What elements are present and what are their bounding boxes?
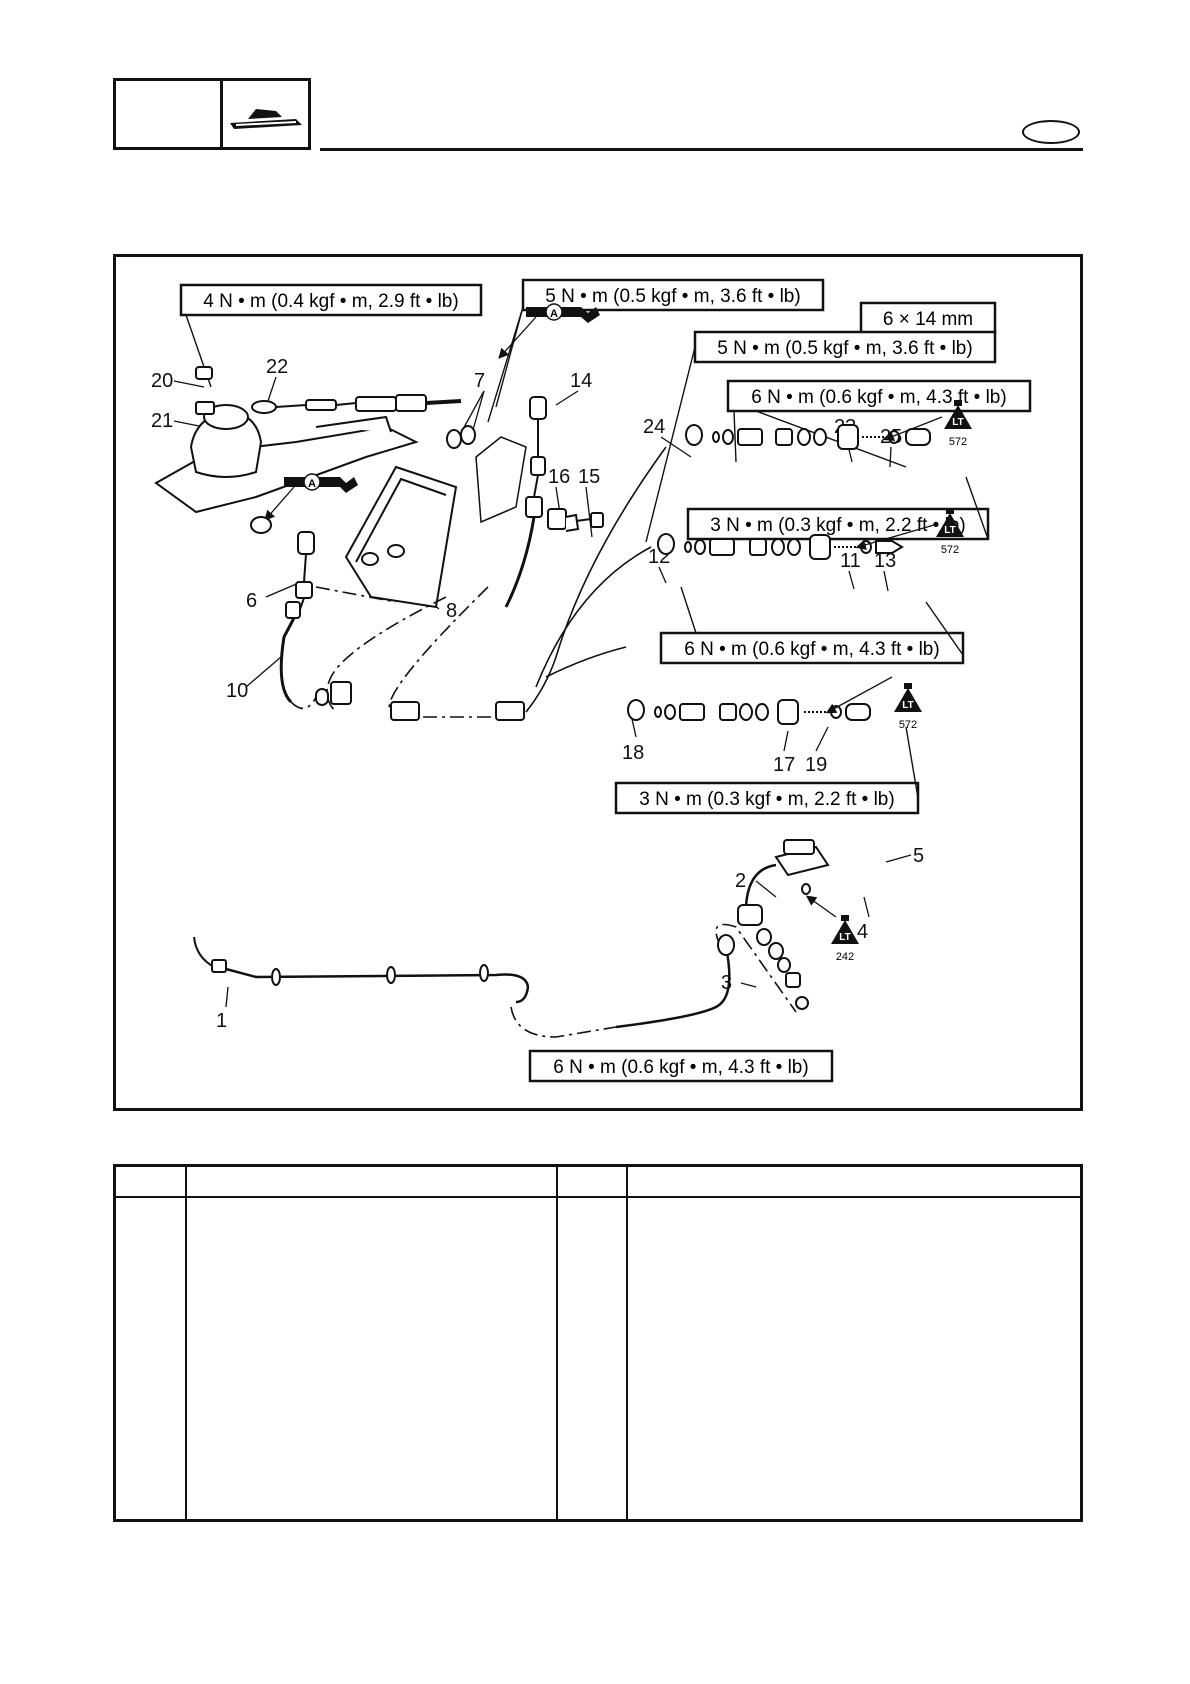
part-label: 2 [735, 870, 746, 892]
locktite-mark-2: LT 572 [855, 508, 964, 556]
clip-left [250, 516, 272, 534]
locktite-mark-1: LT 572 [883, 400, 972, 448]
header-divider [220, 81, 223, 147]
mount-tray [344, 465, 458, 609]
part-label: 21 [151, 410, 173, 432]
routing-clamps [315, 681, 525, 721]
header-rule [320, 148, 1083, 151]
lower-cable [193, 934, 735, 1029]
table-column-divider [626, 1167, 628, 1519]
svg-text:572: 572 [899, 719, 917, 731]
bolt-15 [575, 512, 604, 528]
torque-label-t1: 4 N • m (0.4 kgf • m, 2.9 ft • lb) [179, 283, 483, 317]
part-label: 11 [840, 550, 861, 572]
part-label: 24 [643, 416, 665, 438]
grease-mark-left: A [264, 473, 358, 521]
svg-text:LT: LT [839, 932, 850, 943]
svg-text:242: 242 [836, 951, 854, 963]
part-label: 22 [266, 356, 288, 378]
part-label: 4 [857, 921, 868, 943]
torque-label-t5: 6 N • m (0.6 kgf • m, 4.3 ft • lb) [726, 379, 1032, 413]
part-label: 15 [578, 466, 600, 488]
exploded-diagram: 4 N • m (0.4 kgf • m, 2.9 ft • lb) 5 N •… [113, 254, 1083, 1111]
torque-label-t9: 6 N • m (0.6 kgf • m, 4.3 ft • lb) [528, 1049, 834, 1083]
torque-text-t1: 4 N • m (0.4 kgf • m, 2.9 ft • lb) [203, 291, 458, 312]
fitting-stack-top [685, 424, 931, 450]
clamp-16 [547, 508, 580, 532]
diagram-svg: 4 N • m (0.4 kgf • m, 2.9 ft • lb) 5 N •… [151, 278, 1032, 1083]
washers-7 [446, 425, 476, 449]
table-column-divider [185, 1167, 187, 1519]
part-label: 5 [913, 845, 924, 867]
svg-text:LT: LT [944, 525, 955, 536]
wire-harness [525, 446, 667, 713]
svg-text:A: A [550, 308, 558, 320]
svg-text:572: 572 [949, 436, 967, 448]
svg-text:572: 572 [941, 544, 959, 556]
torque-text-t6: 3 N • m (0.3 kgf • m, 2.2 ft • lb) [710, 515, 965, 536]
svg-text:LT: LT [902, 700, 913, 711]
torque-label-t7: 6 N • m (0.6 kgf • m, 4.3 ft • lb) [659, 631, 965, 665]
sensor-unit-5 [744, 839, 830, 908]
torque-label-t2: 5 N • m (0.5 kgf • m, 3.6 ft • lb) [521, 278, 825, 312]
torque-label-t3: 6 × 14 mm [859, 301, 997, 335]
grease-mark-top: A [498, 303, 600, 359]
fitting-stack-low [627, 699, 871, 725]
torque-text-t3: 6 × 14 mm [883, 309, 973, 330]
part-label: 8 [446, 600, 457, 622]
torque-text-t7: 6 N • m (0.6 kgf • m, 4.3 ft • lb) [684, 639, 939, 660]
part-label: 16 [548, 466, 570, 488]
torque-text-t4: 5 N • m (0.5 kgf • m, 3.6 ft • lb) [717, 338, 972, 359]
fitting-stack-lower [737, 904, 809, 1010]
torque-text-t2: 5 N • m (0.5 kgf • m, 3.6 ft • lb) [545, 286, 800, 307]
part-label: 6 [246, 590, 257, 612]
locktite-mark-3: LT 572 [825, 676, 922, 731]
throttle-cable [251, 394, 462, 414]
part-label: 7 [474, 370, 485, 392]
part-label: 13 [874, 550, 896, 572]
part-label: 17 [773, 754, 795, 776]
watercraft-icon [230, 109, 302, 129]
table-column-divider [556, 1167, 558, 1519]
svg-text:A: A [308, 478, 316, 490]
part-label: 19 [805, 754, 827, 776]
cable-14 [504, 396, 547, 608]
lower-routing [510, 923, 797, 1038]
torque-leaders [185, 306, 989, 799]
cable-6 [279, 531, 315, 704]
part-label: 18 [622, 742, 644, 764]
language-oval [1022, 120, 1080, 144]
locktite-mark-4: LT 242 [805, 895, 859, 963]
mount-plate [475, 436, 527, 524]
torque-label-t4: 5 N • m (0.5 kgf • m, 3.6 ft • lb) [693, 330, 997, 364]
parts-table [113, 1164, 1083, 1522]
section-header-box [113, 78, 311, 150]
part-label: 1 [216, 1010, 227, 1032]
part-label: 10 [226, 680, 248, 702]
remote-control-unit [154, 366, 419, 514]
table-header-rule [116, 1196, 1080, 1198]
torque-label-t8: 3 N • m (0.3 kgf • m, 2.2 ft • lb) [614, 781, 920, 815]
part-label: 20 [151, 370, 173, 392]
part-label: 3 [721, 972, 732, 994]
torque-text-t9: 6 N • m (0.6 kgf • m, 4.3 ft • lb) [553, 1057, 808, 1078]
torque-text-t5: 6 N • m (0.6 kgf • m, 4.3 ft • lb) [751, 387, 1006, 408]
part-label: 14 [570, 370, 592, 392]
svg-text:LT: LT [952, 417, 963, 428]
torque-text-t8: 3 N • m (0.3 kgf • m, 2.2 ft • lb) [639, 789, 894, 810]
